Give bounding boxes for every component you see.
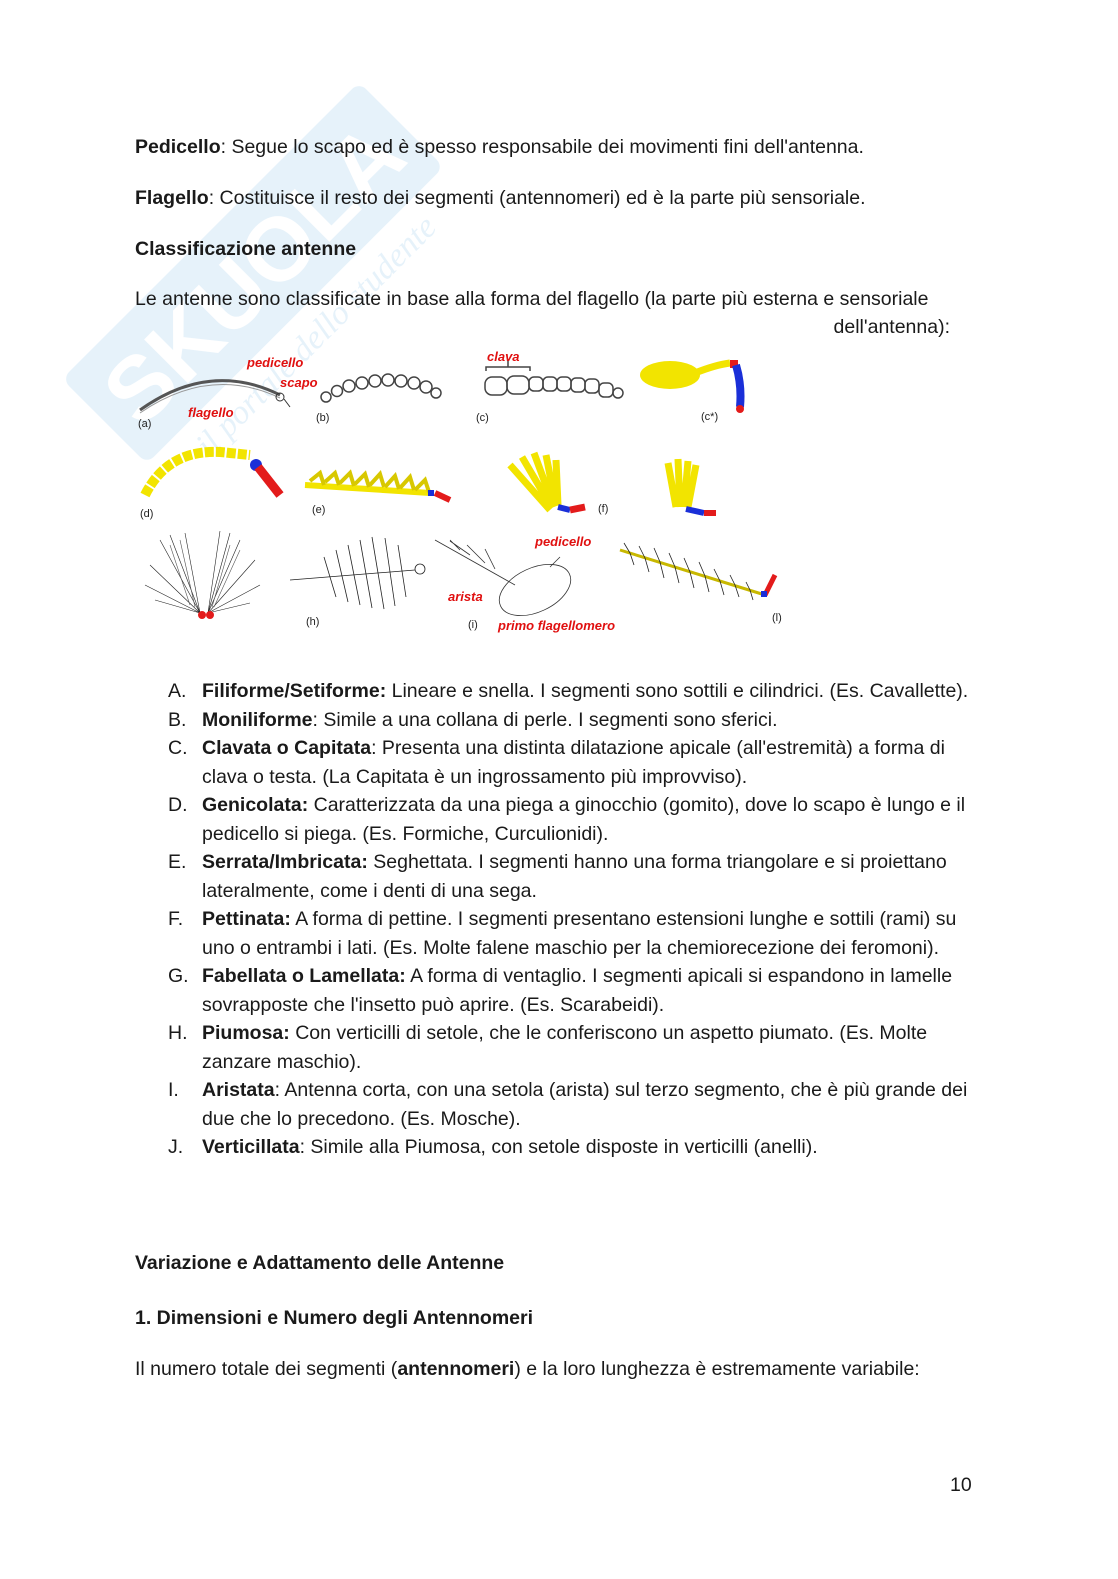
- label-e: (e): [312, 504, 325, 516]
- label-a: (a): [138, 418, 151, 430]
- list-item: E. Serrata/Imbricata: Seghettata. I segme…: [168, 848, 988, 905]
- label-pedicello-i: pedicello: [534, 534, 591, 549]
- list-term: Pettinata:: [202, 908, 291, 930]
- label-scapo: scapo: [280, 375, 318, 390]
- list-text: : Presenta una distinta dilatazione apic…: [202, 737, 945, 788]
- label-c: (c): [476, 412, 489, 424]
- list-text: Seghettata. I segmenti hanno una forma t…: [202, 851, 947, 902]
- list-text: : Antenna corta, con una setola (arista)…: [202, 1079, 968, 1130]
- list-item: C. Clavata o Capitata: Presenta una disti…: [168, 734, 988, 791]
- list-item: F. Pettinata: A forma di pettine. I segme…: [168, 905, 988, 962]
- list-marker: D.: [168, 794, 188, 816]
- antenna-c-drawing: [484, 359, 624, 399]
- list-marker: E.: [168, 851, 187, 873]
- label-b: (b): [316, 412, 329, 424]
- label-f: (f): [598, 503, 608, 515]
- list-item: J. Verticillata: Simile alla Piumosa, con…: [168, 1133, 988, 1162]
- list-term: Fabellata o Lamellata:: [202, 965, 406, 987]
- list-marker: I.: [168, 1079, 179, 1101]
- heading-variazione: Variazione e Adattamento delle Antenne: [135, 1252, 505, 1274]
- label-clava: clava: [487, 349, 520, 364]
- list-text: Lineare e snella. I segmenti sono sottil…: [386, 680, 969, 702]
- list-item: H. Piumosa: Con verticilli di setole, che…: [168, 1019, 988, 1076]
- term-flagello: Flagello: [135, 187, 209, 209]
- list-term: Piumosa:: [202, 1022, 290, 1044]
- pedicello-text: : Segue lo scapo ed è spesso responsabil…: [220, 136, 864, 158]
- list-marker: J.: [168, 1136, 184, 1158]
- list-text: A forma di pettine. I segmenti presentan…: [202, 908, 957, 959]
- paragraph-antennomeri: Il numero totale dei segmenti (antennome…: [135, 1355, 920, 1383]
- list-item: B. Moniliforme: Simile a una collana di p…: [168, 706, 988, 735]
- antenna-types-list: A. Filiforme/Setiforme: Lineare e snella.…: [168, 677, 988, 1162]
- list-marker: A.: [168, 680, 187, 702]
- intro-line-2: dell'antenna):: [833, 316, 950, 338]
- label-arista: arista: [448, 589, 483, 604]
- para3-post: ) e la loro lunghezza è estremamente var…: [514, 1358, 920, 1380]
- label-pedicello: pedicello: [246, 355, 303, 370]
- list-marker: H.: [168, 1022, 188, 1044]
- list-term: Genicolata:: [202, 794, 309, 816]
- list-marker: B.: [168, 708, 187, 731]
- antenna-e-drawing: [304, 469, 452, 503]
- list-text: : Simile a una collana di perle. I segme…: [312, 708, 778, 731]
- antenna-a-drawing: [139, 379, 291, 414]
- para3-pre: Il numero totale dei segmenti (: [135, 1358, 398, 1380]
- label-flagello: flagello: [188, 405, 234, 420]
- list-item: I. Aristata: Antenna corta, con una setol…: [168, 1076, 988, 1133]
- antenna-l-drawing: [619, 542, 778, 601]
- label-i: (i): [468, 619, 478, 631]
- list-term: Clavata o Capitata: [202, 737, 372, 759]
- list-marker: C.: [168, 737, 188, 759]
- label-l: (l): [772, 612, 782, 624]
- list-term: Verticillata: [202, 1136, 300, 1158]
- label-d: (d): [140, 508, 153, 520]
- list-text: A forma di ventaglio. I segmenti apicali…: [202, 965, 953, 1016]
- flagello-text: : Costituisce il resto dei segmenti (ant…: [208, 187, 866, 209]
- antenna-types-figure: (a) pedicello scapo flagello (b) clava (…: [138, 349, 782, 633]
- antenna-h-drawing: [289, 536, 426, 610]
- heading-dimensioni: 1. Dimensioni e Numero degli Antennomeri: [135, 1307, 534, 1329]
- list-item: D. Genicolata: Caratterizzata da una pieg…: [168, 791, 988, 848]
- label-primo-flagellomero: primo flagellomero: [497, 618, 615, 633]
- term-pedicello: Pedicello: [135, 136, 221, 158]
- list-item: A. Filiforme/Setiforme: Lineare e snella.…: [168, 677, 988, 706]
- list-text: Caratterizzata da una piega a ginocchio …: [202, 794, 966, 845]
- label-h: (h): [306, 616, 319, 628]
- list-term: Moniliforme: [202, 708, 313, 731]
- label-cstar: (c*): [701, 411, 718, 423]
- intro-line-1: Le antenne sono classificate in base all…: [135, 288, 929, 310]
- list-item: G. Fabellata o Lamellata: A forma di vent…: [168, 962, 988, 1019]
- list-term: Filiforme/Setiforme:: [202, 680, 387, 702]
- antenna-d-drawing: [140, 447, 284, 498]
- antenna-f-drawing: [507, 451, 716, 516]
- list-text: : Simile alla Piumosa, con setole dispos…: [299, 1136, 818, 1158]
- term-antennomeri: antennomeri: [397, 1358, 515, 1380]
- paragraph-pedicello: Pedicello: Segue lo scapo ed è spesso re…: [135, 133, 864, 161]
- antenna-g-drawing: [144, 530, 261, 619]
- list-term: Aristata: [202, 1079, 275, 1101]
- antenna-b-drawing: [320, 373, 442, 403]
- list-text: Con verticilli di setole, che le conferi…: [202, 1022, 928, 1073]
- paragraph-flagello: Flagello: Costituisce il resto dei segme…: [135, 184, 866, 212]
- page-number: 10: [950, 1474, 972, 1496]
- heading-classificazione: Classificazione antenne: [135, 238, 357, 260]
- list-marker: F.: [168, 908, 184, 930]
- list-term: Serrata/Imbricata:: [202, 851, 368, 873]
- list-marker: G.: [168, 965, 189, 987]
- antenna-i-drawing: [434, 539, 572, 617]
- antenna-cstar-drawing: [640, 359, 745, 413]
